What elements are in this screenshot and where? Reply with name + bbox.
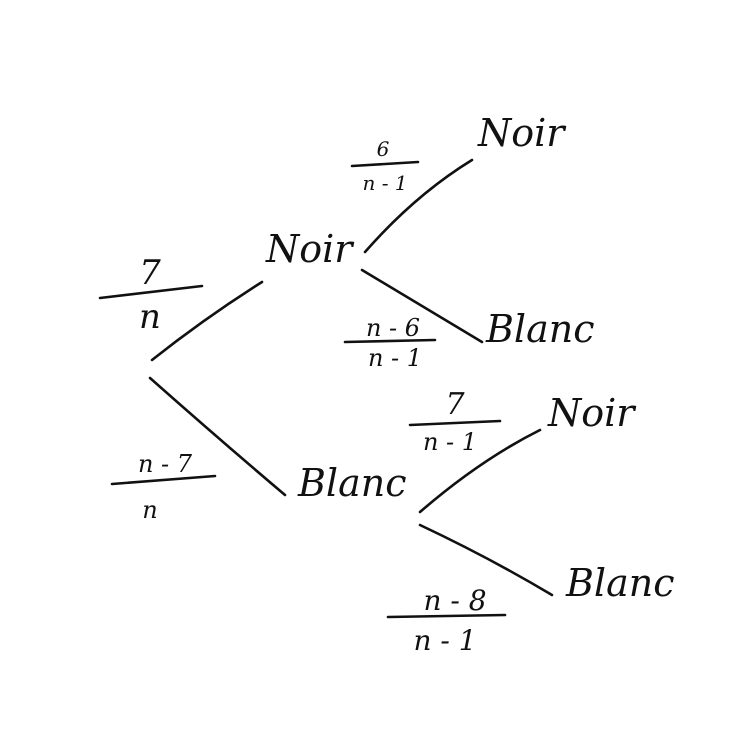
prob-root-blanc: n - 7 n — [110, 450, 217, 524]
branch-root-blanc — [148, 376, 287, 497]
fraction-bar — [98, 284, 204, 300]
prob-noir-noir: 6 n - 1 — [350, 137, 420, 195]
denominator: n - 1 — [368, 344, 422, 372]
denominator: n — [139, 297, 161, 337]
denominator: n - 1 — [362, 171, 407, 195]
node-noir-blanc: Blanc — [485, 307, 595, 351]
prob-noir-blanc: n - 6 n - 1 — [343, 314, 437, 372]
node-noir-1: Noir — [265, 227, 355, 271]
branch-blanc-noir — [418, 428, 542, 514]
numerator: 7 — [139, 253, 161, 293]
numerator: 6 — [377, 137, 390, 161]
prob-blanc-blanc: n - 8 n - 1 — [386, 584, 507, 657]
fraction-bar — [343, 338, 437, 344]
numerator: 7 — [445, 387, 465, 422]
branch-blanc-blanc — [418, 523, 554, 597]
prob-blanc-noir: 7 n - 1 — [408, 387, 502, 456]
node-blanc-blanc: Blanc — [565, 561, 675, 605]
branch-noir-blanc — [360, 268, 484, 344]
node-blanc-1: Blanc — [297, 461, 407, 505]
fraction-bar — [350, 160, 420, 168]
fraction-bar — [110, 474, 217, 486]
denominator: n - 1 — [413, 624, 476, 657]
fraction-bar — [386, 613, 507, 619]
numerator: n - 8 — [423, 584, 486, 617]
node-noir-noir: Noir — [477, 111, 567, 155]
branch-noir-noir — [363, 158, 474, 254]
denominator: n - 1 — [423, 428, 477, 456]
branch-root-noir — [150, 280, 264, 362]
numerator: n - 6 — [366, 314, 420, 342]
prob-root-noir: 7 n — [98, 253, 204, 337]
denominator: n — [142, 496, 157, 524]
fraction-bar — [408, 419, 502, 427]
numerator: n - 7 — [138, 450, 193, 478]
node-blanc-noir: Noir — [547, 391, 637, 435]
